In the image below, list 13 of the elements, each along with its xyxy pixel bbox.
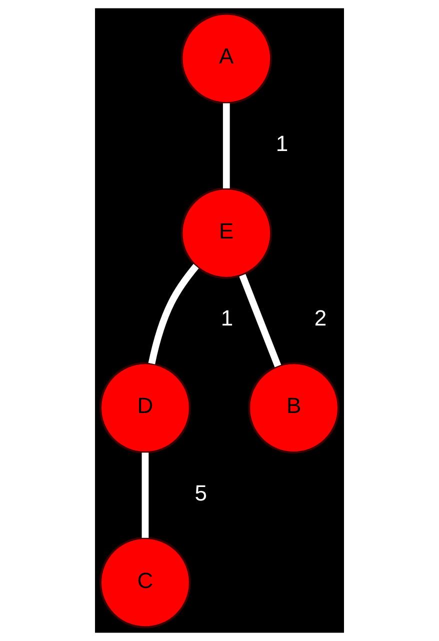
connector (142, 452, 149, 538)
edge-label: 2 (314, 306, 327, 331)
connector (148, 264, 199, 364)
connector (239, 274, 282, 368)
node-circle: E (180, 187, 272, 279)
node-circle: A (180, 12, 272, 104)
node-circle: D (99, 362, 191, 454)
node-circle: B (248, 362, 340, 454)
connector (222, 103, 230, 188)
node-circle: C (99, 536, 191, 628)
edge-label: 5 (194, 480, 207, 506)
edge-label: 1 (220, 306, 234, 331)
edge-label: 1 (276, 131, 288, 156)
